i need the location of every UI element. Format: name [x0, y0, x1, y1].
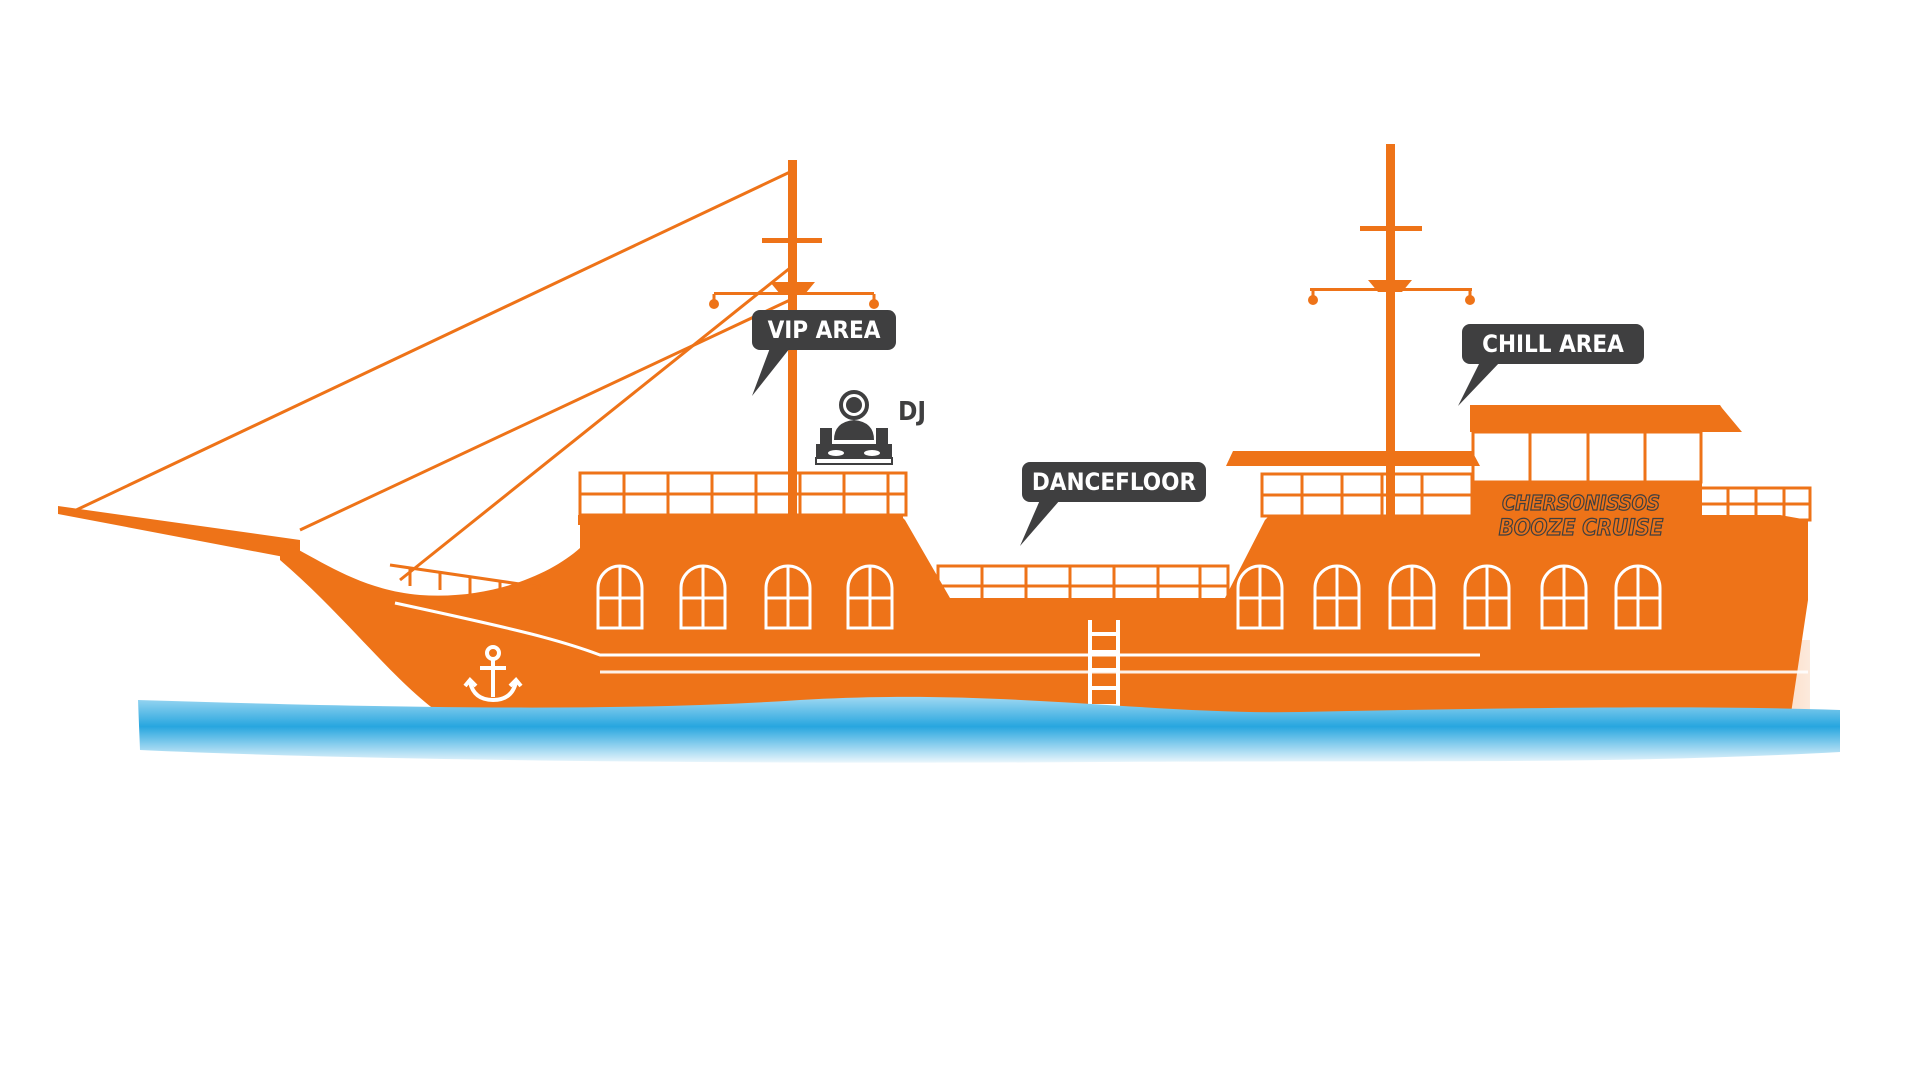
callout-chill-area: CHILL AREA — [1458, 324, 1644, 406]
callout-vip-area: VIP AREA — [752, 310, 896, 396]
window — [1236, 564, 1284, 630]
rigging — [71, 170, 791, 582]
window — [596, 564, 644, 630]
middeck-railing — [936, 564, 1230, 608]
window — [1313, 564, 1361, 630]
bowsprit — [58, 506, 300, 560]
window — [1388, 564, 1436, 630]
callout-dancefloor: DANCEFLOOR — [1020, 462, 1206, 546]
hull — [280, 515, 1810, 720]
hull-sign-line2: BOOZE CRUISE — [1499, 516, 1664, 541]
forecastle-railing — [578, 471, 908, 517]
dj-icon — [815, 390, 893, 465]
window — [1614, 564, 1662, 630]
callout-dancefloor-label: DANCEFLOOR — [1032, 468, 1197, 496]
window — [764, 564, 812, 630]
ladder — [1088, 620, 1120, 712]
window — [1540, 564, 1588, 630]
water — [138, 696, 1840, 763]
aft-structure — [1226, 405, 1812, 522]
callout-vip-label: VIP AREA — [768, 316, 881, 344]
window — [1463, 564, 1511, 630]
anchor-icon — [463, 645, 523, 703]
window-row — [596, 564, 1662, 630]
callout-chill-label: CHILL AREA — [1482, 330, 1624, 358]
hull-sign-line1: CHERSONISSOS — [1502, 491, 1660, 515]
main-mast — [1308, 144, 1475, 524]
dj-label: DJ — [898, 397, 926, 427]
bow-railing — [389, 563, 541, 597]
window — [679, 564, 727, 630]
window — [846, 564, 894, 630]
hull-sign: CHERSONISSOS BOOZE CRUISE — [1498, 490, 1664, 541]
